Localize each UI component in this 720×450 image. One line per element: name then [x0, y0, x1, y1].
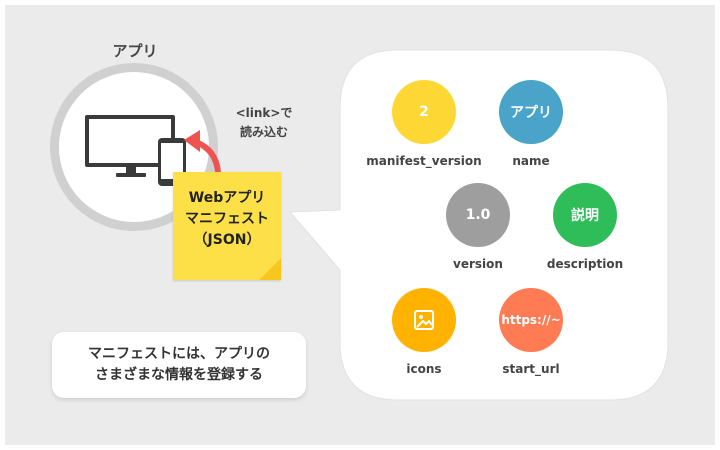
- start-url-circle: https://~: [499, 288, 563, 352]
- load-arrow-icon: [184, 130, 221, 175]
- manifest-version-label: manifest_version: [366, 154, 482, 168]
- icons-circle: [392, 288, 456, 352]
- caption-line2: さまざまな情報を登録する: [95, 367, 263, 383]
- manifest-sticky-note: Webアプリ マニフェスト （JSON）: [173, 172, 281, 280]
- app-title: アプリ: [112, 42, 158, 60]
- link-note-line2: 読み込む: [239, 125, 288, 139]
- description-circle: 説明: [553, 183, 617, 247]
- link-note: <link>で 読み込む: [228, 104, 300, 142]
- name-label: name: [512, 154, 550, 168]
- name-circle: アプリ: [499, 80, 563, 144]
- item-version: 1.0 version: [413, 183, 543, 271]
- icons-label: icons: [406, 362, 442, 376]
- sticky-line2: マニフェスト: [185, 211, 269, 227]
- item-manifest-version: 2 manifest_version: [359, 80, 489, 168]
- description-label: description: [546, 257, 624, 271]
- sticky-line3: （JSON）: [193, 232, 261, 248]
- image-icon: [414, 310, 434, 330]
- item-name: アプリ name: [466, 80, 596, 168]
- item-icons: icons: [359, 288, 489, 376]
- item-description: 説明 description: [520, 183, 650, 271]
- link-note-line1: <link>で: [235, 106, 293, 120]
- sticky-line1: Webアプリ: [188, 190, 266, 206]
- item-start-url: https://~ start_url: [466, 288, 596, 376]
- start-url-label: start_url: [502, 362, 560, 376]
- manifest-version-circle: 2: [392, 80, 456, 144]
- caption-line1: マニフェストには、アプリの: [88, 346, 270, 362]
- version-label: version: [453, 257, 503, 271]
- version-circle: 1.0: [446, 183, 510, 247]
- caption-box: マニフェストには、アプリの さまざまな情報を登録する: [52, 332, 306, 398]
